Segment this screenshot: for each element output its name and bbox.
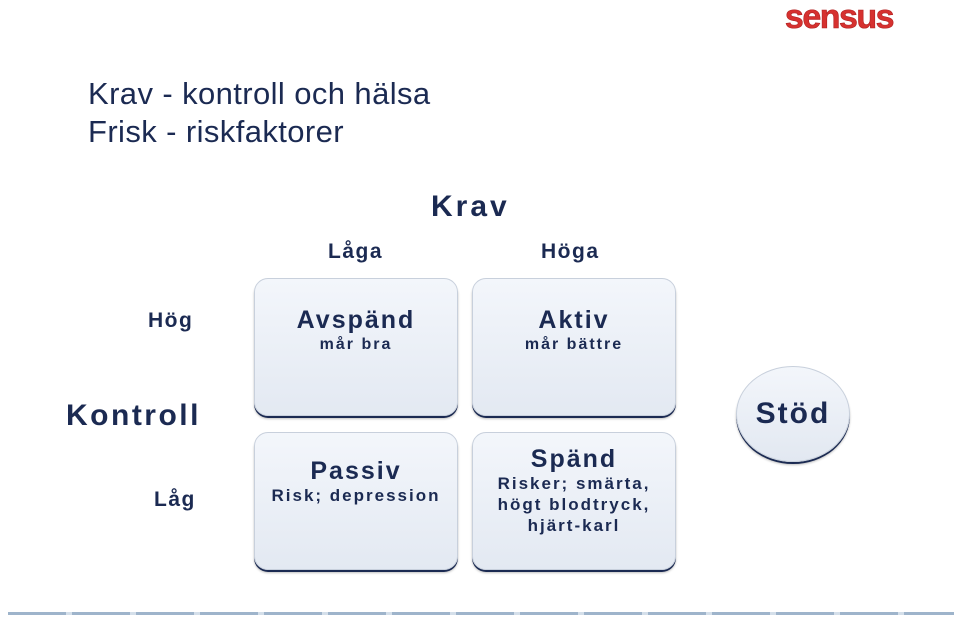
quadrant-text: mår bättre xyxy=(524,336,624,353)
quadrant-spand: Spänd Risker; smärta, högt blodtryck, hj… xyxy=(472,432,676,570)
quadrant-text: mår bra xyxy=(319,336,393,353)
axis-label-krav-low: Låga xyxy=(328,240,384,263)
quadrant-avspand: Avspänd mår bra xyxy=(254,278,458,416)
axis-label-kontroll-low: Låg xyxy=(154,488,196,511)
quadrant-text: högt blodtryck, xyxy=(497,495,651,514)
slide-title-line-1: Krav - kontroll och hälsa xyxy=(88,76,431,111)
axis-label-kontroll: Kontroll xyxy=(66,399,201,432)
quadrant-text: hjärt-karl xyxy=(527,516,621,535)
quadrant-passiv: Passiv Risk; depression xyxy=(254,432,458,570)
quadrant-heading: Spänd xyxy=(530,445,618,473)
axis-label-kontroll-high: Hög xyxy=(148,309,194,332)
logo-text: sensus xyxy=(785,0,894,36)
quadrant-heading: Passiv xyxy=(310,457,402,485)
support-ellipse: Stöd xyxy=(736,366,850,462)
quadrant-heading: Avspänd xyxy=(296,306,416,334)
footer-divider xyxy=(8,612,954,615)
quadrant-text: Risker; smärta, xyxy=(497,474,651,493)
support-label: Stöd xyxy=(755,397,831,430)
slide-title-line-2: Frisk - riskfaktorer xyxy=(88,114,344,149)
axis-label-krav-high: Höga xyxy=(541,240,600,263)
quadrant-text: Risk; depression xyxy=(271,486,441,505)
axis-label-krav: Krav xyxy=(431,190,510,223)
sensus-logo: sensus xyxy=(785,0,896,36)
quadrant-aktiv: Aktiv mår bättre xyxy=(472,278,676,416)
quadrant-heading: Aktiv xyxy=(538,306,610,334)
